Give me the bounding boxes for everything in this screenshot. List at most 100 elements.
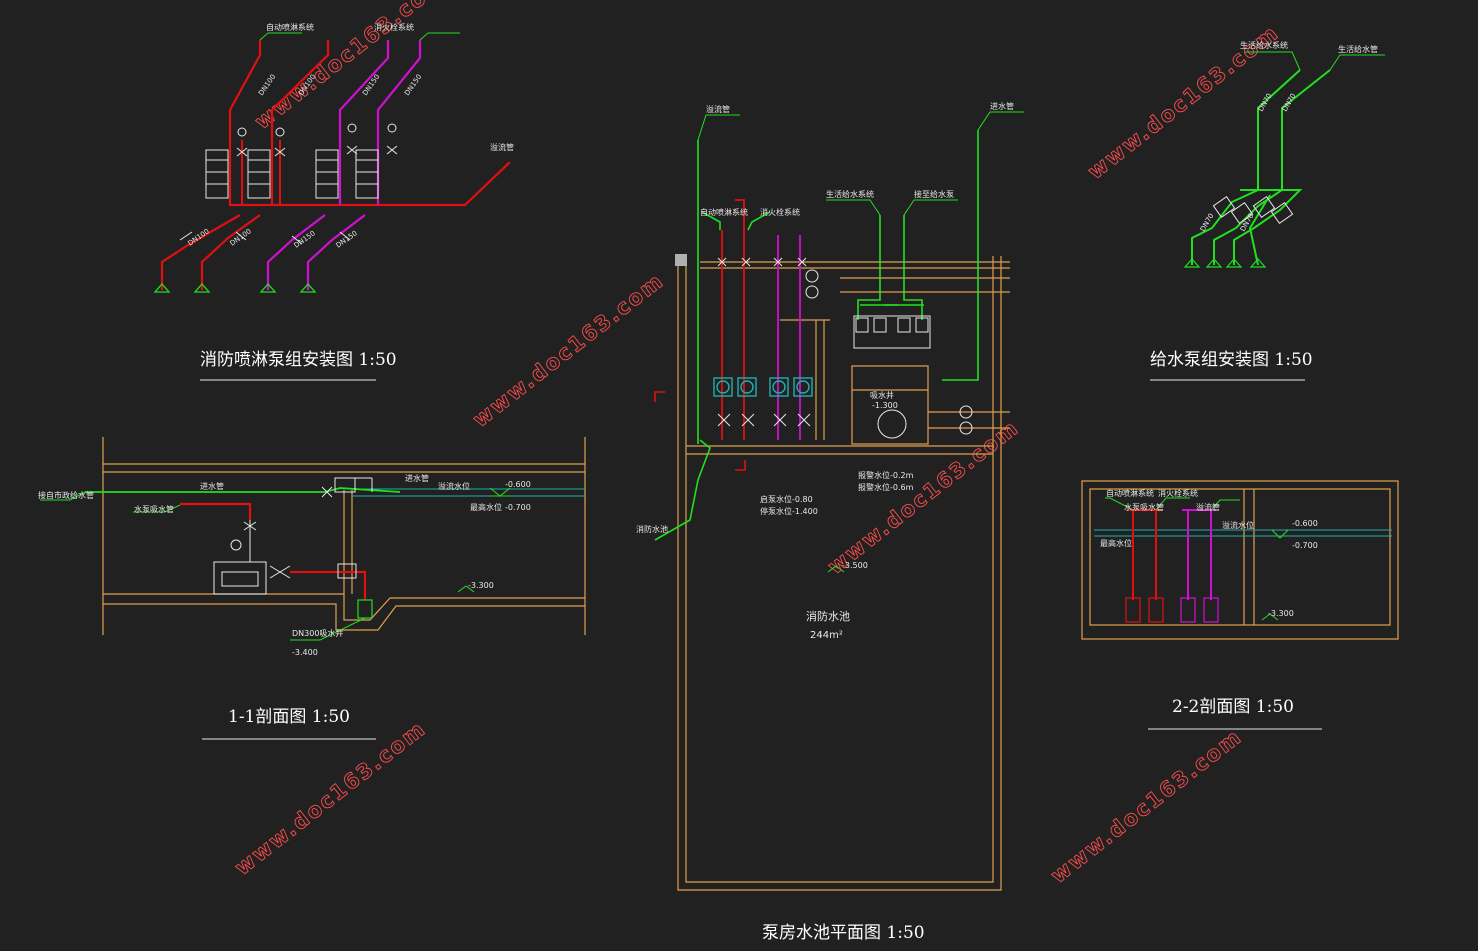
plan-supply-pump-3 — [897, 317, 911, 333]
fire-suction-2 — [200, 214, 261, 290]
foot-2 — [193, 283, 211, 293]
label-to-pump: 生活给水管 — [1338, 44, 1378, 54]
s22-elev-0700: -0.700 — [1292, 541, 1318, 550]
plan-supply-pump-2 — [873, 317, 887, 333]
section22-outer — [1081, 480, 1399, 640]
s22-label-pool: 最高水位 — [1100, 538, 1132, 548]
fire-header-b — [270, 40, 330, 205]
section11-fire-line — [180, 502, 252, 520]
dn-label-1: DN100 — [257, 73, 277, 97]
title-plan: 泵房水池平面图 1:50 — [762, 923, 925, 943]
sprinkler-header-a — [338, 40, 390, 205]
s22-label-sprinkler: 自动喷淋系统 — [1106, 488, 1154, 498]
section22-pump-4 — [1203, 597, 1219, 623]
leader-sprinkler-1 — [259, 32, 302, 41]
plan-pump-1 — [713, 377, 733, 397]
label-hydrant: 消火栓系统 — [374, 22, 414, 32]
supply-pump-2 — [1230, 201, 1254, 225]
label-inlet: 进水管 — [405, 473, 429, 483]
plan-green-branch-3 — [654, 439, 711, 541]
plan-pool-name: 消防水池 — [806, 609, 850, 623]
plan-pump-2 — [737, 377, 757, 397]
watermark-6: www.doc163.com — [1046, 724, 1246, 888]
section11-suction-well — [357, 599, 373, 619]
s22-elev-3300: -3.300 — [1268, 609, 1294, 618]
sprinkler-pump-isometric: 自动喷淋系统 消火栓系统 溢流管 DN100 DN100 DN150 DN150… — [153, 22, 514, 381]
dn-label-6: DN100 — [229, 227, 253, 247]
plan-label-suction-well: 吸水井 — [870, 390, 894, 400]
plan-elev-3500: -3.500 — [842, 561, 868, 570]
plan-note-1400: 停泵水位-1.400 — [760, 506, 818, 516]
foot-1 — [153, 283, 171, 293]
sprinkler-suction-1 — [266, 214, 326, 290]
s22-label-hydrant: 消火栓系统 — [1158, 488, 1198, 498]
label-highest-level: 最高水位 — [470, 502, 502, 512]
s22-label-suction: 水泵吸水管 — [1124, 502, 1164, 512]
plan-elev-1300: -1.300 — [872, 401, 898, 410]
pump-1 — [205, 149, 229, 199]
label-auto-sprinkler: 自动喷淋系统 — [266, 22, 314, 32]
sprinkler-header-b — [376, 40, 422, 205]
supply-pump-4 — [1270, 201, 1294, 225]
supply-header-a — [1191, 69, 1301, 265]
label-hydrant-supply: 水泵吸水管 — [134, 504, 174, 514]
leader-supply-2 — [1329, 54, 1385, 71]
dn-label-8: DN150 — [335, 229, 359, 249]
plan-green-branch-2 — [747, 211, 771, 231]
label-pump-suction: 进水管 — [200, 481, 224, 491]
plan-outer-wall — [677, 256, 1002, 891]
supply-branch-b — [1248, 194, 1271, 266]
sprinkler-suction-2 — [306, 214, 366, 290]
label-domestic-supply: 生活给水系统 — [1240, 40, 1288, 50]
section11-pump-motor — [213, 561, 267, 595]
plan-label-pool-level: 消防水池 — [636, 524, 668, 534]
plan-sump-circle — [877, 409, 907, 439]
s22-elev-0600: -0.600 — [1292, 519, 1318, 528]
label-suction-well: DN300吸水井 — [292, 628, 343, 638]
plan-suction-sump — [851, 365, 929, 445]
section11-fire-suction — [290, 570, 367, 600]
title-sprinkler-pump: 消防喷淋泵组安装图 1:50 — [200, 350, 397, 370]
plan-supply-pump-4 — [915, 317, 929, 333]
dn70-3: DN70 — [1199, 212, 1216, 233]
title-section-2-2: 2-2剖面图 1:50 — [1172, 697, 1294, 717]
dn70-1: DN70 — [1257, 92, 1274, 113]
pump-3 — [315, 149, 339, 199]
section22-pump-3 — [1180, 597, 1196, 623]
foot-3 — [259, 283, 277, 293]
leader-supply-1 — [1245, 51, 1301, 71]
plan-green-main-2 — [942, 130, 979, 381]
plan-inner-wall — [685, 256, 994, 883]
dn-label-5: DN100 — [187, 227, 211, 247]
elev-0700-s11: -0.700 — [505, 503, 531, 512]
watermark-2: www.doc163.com — [468, 268, 668, 432]
plan-label-inlet: 进水管 — [990, 101, 1014, 111]
s22-label-overflow: 溢流管 — [1196, 502, 1220, 512]
plan-note-0200: 报警水位-0.2m — [858, 470, 914, 480]
supply-header-b — [1213, 69, 1331, 265]
watermarks: www.doc163.com www.doc163.com www.doc163… — [230, 0, 1284, 888]
plan-green-3 — [857, 215, 881, 320]
plan-fire-riser-1 — [735, 199, 745, 440]
section22-pump-1 — [1125, 597, 1141, 623]
elev-0600-s11: -0.600 — [505, 480, 531, 489]
foot-4 — [299, 283, 317, 293]
title-supply-pump: 给水泵组安装图 1:50 — [1150, 350, 1313, 370]
s22-label-level: 溢流水位 — [1222, 520, 1254, 530]
title-section-1-1: 1-1剖面图 1:50 — [228, 707, 350, 727]
section11-floor-2 — [103, 603, 585, 631]
section-2-2: 自动喷淋系统 消火栓系统 溢流管 水泵吸水管 溢流水位 最高水位 -0.600 … — [1081, 480, 1399, 730]
supply-branch-a — [1233, 189, 1303, 265]
label-overflow-level: 溢流水位 — [438, 481, 470, 491]
watermark-1: www.doc163.com — [250, 0, 450, 134]
pump-room-plan: 溢流管 进水管 生活给水系统 接至给水泵 自动喷淋系统 消火栓系统 吸水井 -1… — [636, 101, 1024, 943]
plan-label-overflow: 溢流管 — [706, 104, 730, 114]
plan-pump-4 — [793, 377, 813, 397]
elev-3400-s11: -3.400 — [292, 648, 318, 657]
elev-3300-s11: -3.300 — [468, 581, 494, 590]
section22-inner — [1089, 488, 1391, 626]
plan-pool-area: 244m² — [810, 630, 843, 641]
section11-intake — [85, 487, 401, 493]
plan-supply-pump-1 — [855, 317, 869, 333]
